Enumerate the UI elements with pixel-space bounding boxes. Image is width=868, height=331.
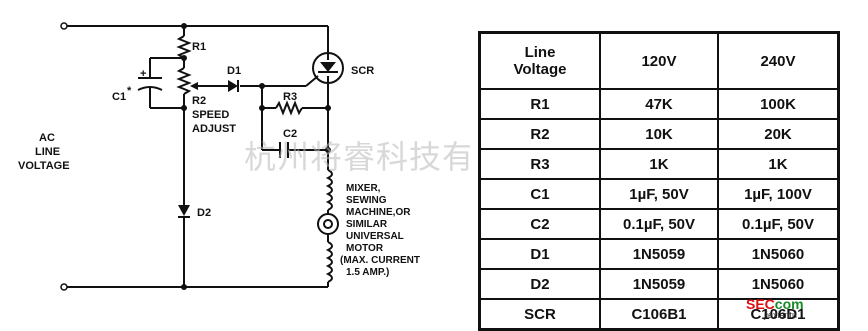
svg-text:MACHINE,OR: MACHINE,OR bbox=[346, 207, 411, 218]
r1-label: R1 bbox=[192, 41, 206, 53]
d1-label: D1 bbox=[227, 65, 241, 77]
logo-part-b: com bbox=[774, 296, 804, 312]
svg-text:SEWING: SEWING bbox=[346, 195, 387, 206]
scr-label: SCR bbox=[351, 65, 374, 77]
c1-label: C1 bbox=[112, 91, 126, 103]
c1-mark: * bbox=[127, 85, 132, 97]
r2-label: R2 bbox=[192, 95, 206, 107]
r3-label: R3 bbox=[283, 91, 297, 103]
svg-text:SIMILAR: SIMILAR bbox=[346, 219, 388, 230]
circuit-schematic: 杭州将睿科技有限公司 AC LINE VOLTAGE R1 C1 * + R2 … bbox=[18, 22, 470, 291]
svg-text:MOTOR: MOTOR bbox=[346, 243, 384, 254]
watermark: 杭州将睿科技有限公司 bbox=[244, 138, 470, 176]
d2-label: D2 bbox=[197, 207, 211, 219]
speed-adjust-label-2: ADJUST bbox=[192, 123, 236, 135]
svg-text:MIXER,: MIXER, bbox=[346, 183, 381, 194]
ac-line-voltage-label-2: LINE bbox=[35, 146, 60, 158]
header-line-voltage: Line Voltage bbox=[478, 31, 601, 90]
c2-label: C2 bbox=[283, 128, 297, 140]
svg-text:(MAX. CURRENT: (MAX. CURRENT bbox=[340, 255, 420, 266]
header-120v: 120V bbox=[599, 31, 719, 90]
motor-note: MIXER, SEWING MACHINE,OR SIMILAR UNIVERS… bbox=[340, 183, 420, 278]
svg-text:UNIVERSAL: UNIVERSAL bbox=[346, 231, 404, 242]
svg-text:1.5 AMP.): 1.5 AMP.) bbox=[346, 267, 389, 278]
c1-plus: + bbox=[140, 68, 146, 80]
speed-adjust-label-1: SPEED bbox=[192, 109, 229, 121]
logo-part-a: SEC bbox=[746, 296, 775, 312]
site-logo: SECcom bbox=[746, 296, 804, 312]
logo-subtext: jiexiantu bbox=[764, 310, 798, 320]
ac-line-voltage-label-1: AC bbox=[39, 132, 55, 144]
table-header-row: Line Voltage 120V 240V bbox=[478, 31, 840, 90]
ac-line-voltage-label-3: VOLTAGE bbox=[18, 160, 70, 172]
header-240v: 240V bbox=[717, 31, 840, 90]
